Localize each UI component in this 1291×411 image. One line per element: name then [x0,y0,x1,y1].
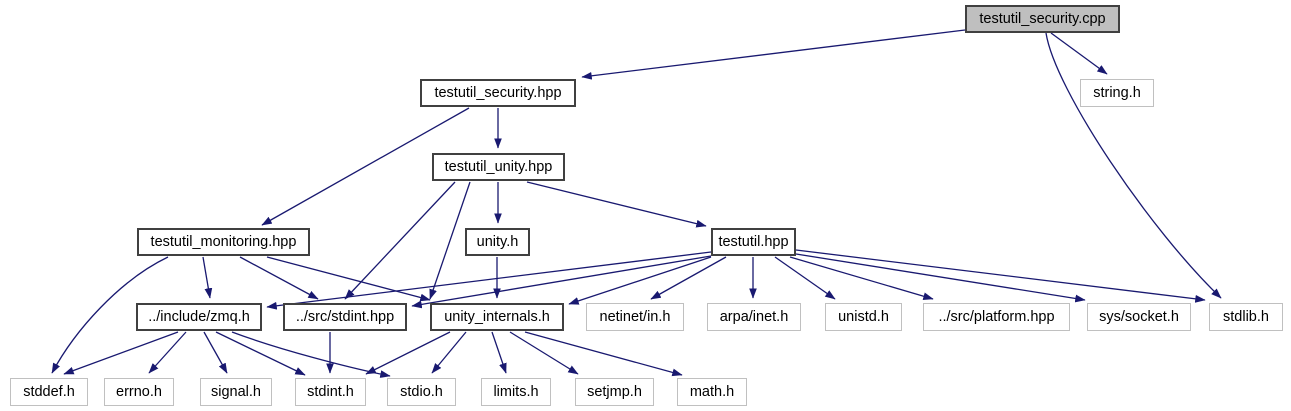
graph-node-label: errno.h [116,383,162,400]
graph-node-setjmp_h[interactable]: setjmp.h [575,378,654,406]
graph-node-label: testutil.hpp [718,233,789,250]
graph-node-label: math.h [689,383,735,400]
edge-testutil_hpp-to-unity_internals_h [568,256,712,305]
edge-testutil_hpp-to-platform_hpp [789,256,934,300]
graph-node-label: unity_internals.h [444,308,550,325]
edge-testutil_unity_hpp-to-stdint_hpp [344,181,456,300]
edge-testutil_monitoring_hpp-to-stdint_hpp [239,256,319,300]
graph-node-label: ../src/stdint.hpp [295,308,395,325]
graph-node-unity_h[interactable]: unity.h [465,228,530,256]
graph-node-errno_h[interactable]: errno.h [104,378,174,406]
edge-zmq_h-to-stddef_h [63,331,179,375]
graph-node-testutil_monitoring_hpp[interactable]: testutil_monitoring.hpp [137,228,310,256]
graph-node-stdint_hpp[interactable]: ../src/stdint.hpp [283,303,407,331]
graph-node-label: ../src/platform.hpp [938,308,1055,325]
edge-zmq_h-to-stdint_h [215,331,306,376]
edge-zmq_h-to-stdio_h [231,331,391,378]
graph-node-label: stdlib.h [1223,308,1269,325]
graph-node-zmq_h[interactable]: ../include/zmq.h [136,303,262,331]
graph-node-label: testutil_unity.hpp [444,158,553,175]
graph-node-label: sys/socket.h [1099,308,1179,325]
edge-unity_internals_h-to-setjmp_h [509,331,579,375]
graph-node-label: stddef.h [23,383,75,400]
graph-node-label: netinet/in.h [599,308,671,325]
edge-testutil_unity_hpp-to-testutil_hpp [526,181,707,228]
edge-testutil_hpp-to-stdlib_h [795,249,1206,303]
graph-node-label: testutil_security.cpp [979,10,1106,27]
graph-node-stddef_h[interactable]: stddef.h [10,378,88,406]
edge-unity_internals_h-to-limits_h [491,331,507,374]
edge-testutil_monitoring_hpp-to-unity_internals_h [266,256,431,302]
edge-testutil_security_cpp-to-string_h [1050,32,1108,75]
graph-node-label: string.h [1093,84,1141,101]
graph-node-unity_internals_h[interactable]: unity_internals.h [430,303,564,331]
edge-testutil_hpp-to-sys_socket_h [795,253,1086,303]
edge-unity_internals_h-to-math_h [524,331,683,377]
edge-testutil_hpp-to-stdint_hpp [411,255,712,309]
graph-node-stdint_h[interactable]: stdint.h [295,378,366,406]
edge-testutil_hpp-to-unistd_h [774,256,836,300]
graph-node-sys_socket_h[interactable]: sys/socket.h [1087,303,1191,331]
graph-node-label: ../include/zmq.h [148,308,250,325]
edge-unity_internals_h-to-stdio_h [431,331,467,374]
graph-node-testutil_security_hpp[interactable]: testutil_security.hpp [420,79,576,107]
edge-testutil_unity_hpp-to-unity_internals_h [429,181,471,300]
graph-node-stdlib_h[interactable]: stdlib.h [1209,303,1283,331]
edge-zmq_h-to-errno_h [148,331,187,374]
graph-node-label: unistd.h [838,308,889,325]
graph-node-label: testutil_monitoring.hpp [150,233,297,250]
graph-node-string_h[interactable]: string.h [1080,79,1154,107]
graph-node-label: stdint.h [307,383,354,400]
graph-node-label: stdio.h [400,383,443,400]
graph-node-arpa_inet_h[interactable]: arpa/inet.h [707,303,801,331]
graph-node-signal_h[interactable]: signal.h [200,378,272,406]
graph-node-testutil_hpp[interactable]: testutil.hpp [711,228,796,256]
edge-testutil_hpp-to-zmq_h [266,251,712,310]
graph-node-math_h[interactable]: math.h [677,378,747,406]
edge-testutil_security_cpp-to-testutil_security_hpp [581,29,966,80]
graph-node-label: unity.h [476,233,519,250]
graph-node-label: arpa/inet.h [719,308,789,325]
edge-unity_internals_h-to-stdint_h [365,331,451,375]
graph-node-testutil_security_cpp[interactable]: testutil_security.cpp [965,5,1120,33]
graph-node-unistd_h[interactable]: unistd.h [825,303,902,331]
graph-node-netinet_in_h[interactable]: netinet/in.h [586,303,684,331]
graph-node-platform_hpp[interactable]: ../src/platform.hpp [923,303,1070,331]
graph-node-limits_h[interactable]: limits.h [481,378,551,406]
edge-testutil_security_cpp-to-stdlib_h [1045,32,1222,299]
edge-testutil_monitoring_hpp-to-zmq_h [202,256,213,299]
edge-testutil_hpp-to-netinet_in_h [650,256,727,300]
graph-node-testutil_unity_hpp[interactable]: testutil_unity.hpp [432,153,565,181]
graph-node-label: limits.h [493,383,539,400]
graph-node-label: signal.h [211,383,261,400]
graph-node-stdio_h[interactable]: stdio.h [387,378,456,406]
graph-node-label: setjmp.h [587,383,642,400]
graph-node-label: testutil_security.hpp [434,84,562,101]
edge-zmq_h-to-signal_h [203,331,228,374]
